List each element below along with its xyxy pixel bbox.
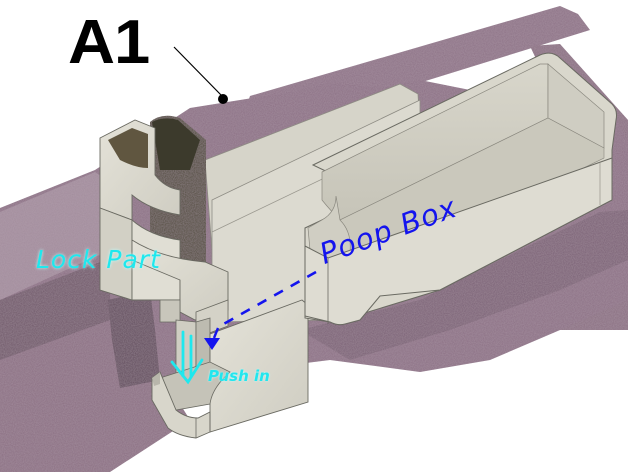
annotation-push-in: Push in	[208, 367, 270, 385]
a1-leader-dot	[218, 94, 228, 104]
push-in-arrow-icon	[170, 330, 204, 385]
annotation-title-a1: A1	[68, 8, 150, 77]
a1-leader-line	[173, 46, 223, 97]
annotation-lock-part: Lock Part	[36, 245, 161, 274]
felt-recess	[108, 290, 160, 388]
push-in-tray	[151, 299, 309, 439]
poop-box-dashed-arrow	[204, 270, 317, 350]
poop-box	[304, 52, 617, 326]
